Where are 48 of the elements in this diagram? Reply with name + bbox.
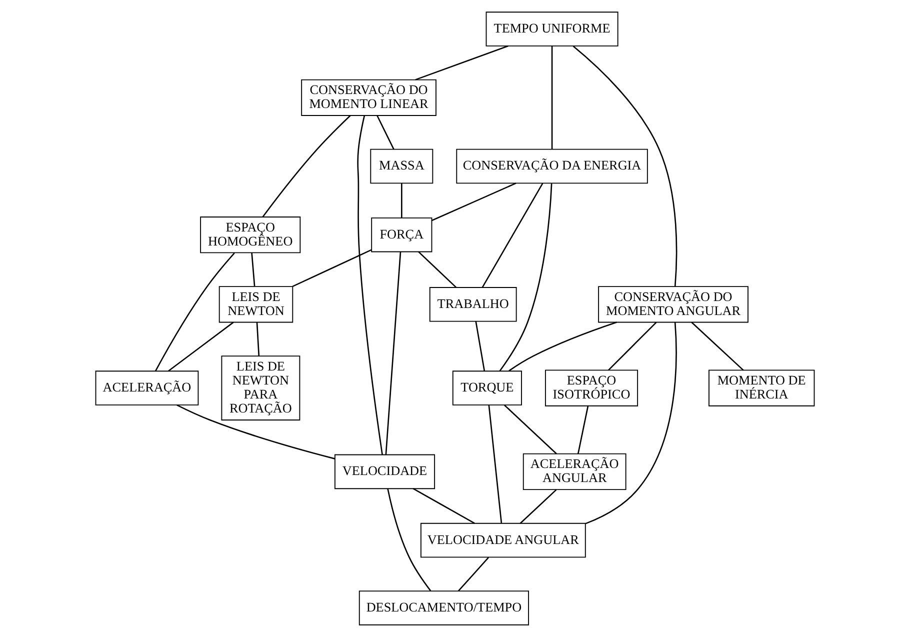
connector <box>508 322 617 372</box>
connector <box>387 488 432 592</box>
connector <box>482 183 544 288</box>
connector <box>385 252 402 455</box>
node-box: CONSERVAÇÃO DO MOMENTO ANGULAR <box>598 286 748 323</box>
node-box: LEIS DE NEWTON PARA ROTAÇÃO <box>221 356 300 420</box>
connector <box>585 322 677 524</box>
connector <box>292 249 372 288</box>
node-box: VELOCIDADE ANGULAR <box>420 522 586 558</box>
node-box: CONSERVAÇÃO DO MOMENTO LINEAR <box>301 79 436 116</box>
connector <box>412 488 475 524</box>
node-box: ACELERAÇÃO <box>95 370 199 406</box>
connector <box>357 116 383 455</box>
connector <box>504 404 557 454</box>
connector <box>475 321 486 372</box>
connector <box>168 322 234 372</box>
node-box: ESPAÇO HOMOGÊNEO <box>200 216 301 254</box>
node-box: LEIS DE NEWTON <box>218 286 294 323</box>
node-box: TORQUE <box>452 370 522 406</box>
node-box: DESLOCAMENTO/TEMPO <box>358 590 529 626</box>
connector <box>499 184 552 372</box>
connector <box>551 46 553 150</box>
connector <box>176 404 335 460</box>
node-box: MOMENTO DE INÉRCIA <box>708 370 815 406</box>
connector <box>251 252 256 286</box>
node-box: FORÇA <box>371 217 432 252</box>
connector <box>256 322 260 356</box>
connector <box>401 183 402 218</box>
node-box: TRABALHO <box>429 287 517 322</box>
node-box: ACELERAÇÃO ANGULAR <box>522 453 626 490</box>
connector <box>262 115 351 218</box>
node-box: TEMPO UNIFORME <box>486 12 618 46</box>
connector <box>691 322 744 371</box>
connector <box>572 46 678 286</box>
connector <box>432 182 516 222</box>
node-box: MASSA <box>370 148 434 184</box>
connector <box>577 406 589 454</box>
connector <box>488 405 502 523</box>
connector <box>520 489 557 524</box>
connector <box>376 115 394 150</box>
node-box: ESPAÇO ISOTRÓPICO <box>544 370 638 406</box>
connector <box>418 251 456 288</box>
connector <box>155 252 235 372</box>
connector <box>608 322 657 371</box>
node-box: CONSERVAÇÃO DA ENERGIA <box>456 148 648 184</box>
connector <box>415 45 508 80</box>
node-box: VELOCIDADE <box>334 454 436 490</box>
connector <box>458 557 490 592</box>
